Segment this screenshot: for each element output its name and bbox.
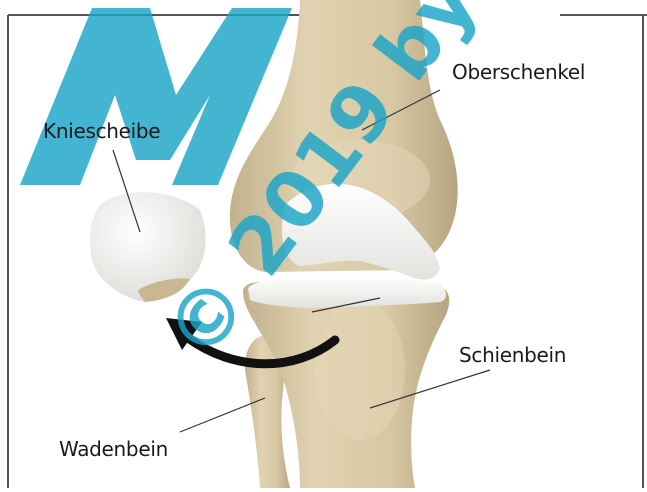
label-schienbein: Schienbein [459,343,566,367]
label-wadenbein: Wadenbein [59,437,168,461]
label-kniescheibe: Kniescheibe [43,119,160,143]
label-oberschenkel: Oberschenkel [452,60,585,84]
